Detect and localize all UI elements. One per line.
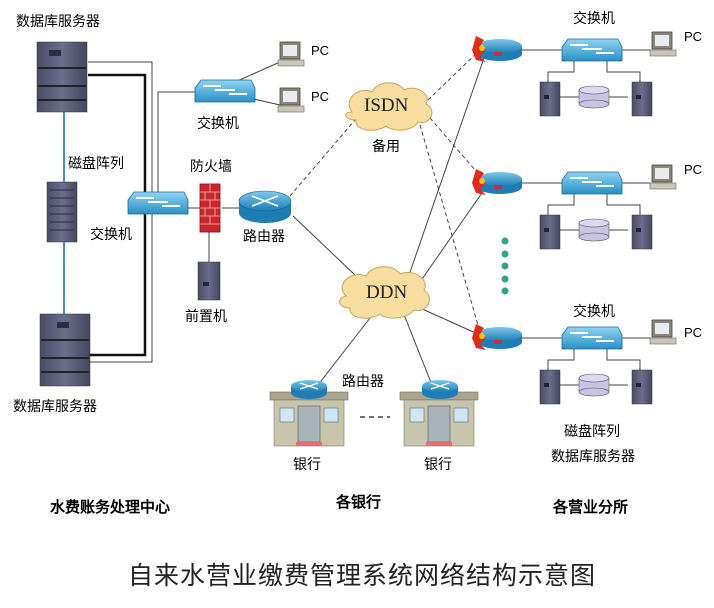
label-office-switch: 交换机 xyxy=(197,116,239,132)
label-branch3-switch: 交换机 xyxy=(573,304,615,320)
pc-icon-1 xyxy=(277,41,305,67)
router-icon xyxy=(238,190,292,223)
firewall-icon xyxy=(199,183,221,233)
label-branch3-db-server: 数据库服务器 xyxy=(551,449,635,465)
office-switch-icon xyxy=(194,79,256,103)
label-bank-1: 银行 xyxy=(293,457,321,473)
label-disk-array: 磁盘阵列 xyxy=(68,156,124,172)
branch-server-icon-1 xyxy=(539,214,561,250)
link-router-ddn xyxy=(292,215,356,276)
link-ddn-branch2 xyxy=(419,189,485,283)
label-branch3-disk-array: 磁盘阵列 xyxy=(564,424,620,440)
label-db-server-bottom: 数据库服务器 xyxy=(13,399,97,415)
link-ddn-branch3 xyxy=(419,307,481,336)
link-ddn-bank2 xyxy=(402,311,433,386)
branch-router-firewall-icon xyxy=(472,169,522,195)
link-switch-server-a xyxy=(547,348,575,370)
bank-building-1 xyxy=(269,391,349,447)
link-switch-server-b xyxy=(606,348,641,370)
branch-switch-icon xyxy=(561,171,623,195)
branch-pc-icon xyxy=(649,31,677,57)
branch-server-icon-1 xyxy=(539,81,561,117)
label-front-end: 前置机 xyxy=(185,309,227,325)
section-label-banks: 各银行 xyxy=(336,493,382,511)
branch-server-icon-2 xyxy=(631,369,653,405)
label-branch3-pc: PC xyxy=(684,325,703,340)
branch-server-icon-2 xyxy=(631,81,653,117)
link-switch-server-b xyxy=(606,193,641,215)
link-switch-server-a xyxy=(547,193,575,215)
label-isdn-backup: 备用 xyxy=(372,139,400,155)
branch-router-firewall-icon xyxy=(472,324,522,350)
link-office-pc1 xyxy=(234,61,281,83)
bank-router-2 xyxy=(422,380,458,399)
branches xyxy=(472,31,677,405)
label-branch1-switch: 交换机 xyxy=(573,11,615,27)
label-bank-router: 路由器 xyxy=(342,374,384,390)
link-core-office xyxy=(157,91,195,200)
link-switch-server-b xyxy=(606,60,641,82)
diagram-title: 自来水营业缴费管理系统网络结构示意图 xyxy=(128,561,597,590)
isdn-cloud xyxy=(345,82,433,131)
branch-router-firewall-icon xyxy=(472,36,522,62)
label-pc-2: PC xyxy=(311,89,330,104)
db-server-top xyxy=(36,41,88,113)
bank-building-2 xyxy=(399,391,479,447)
branch-ellipsis-dots xyxy=(501,237,509,295)
label-bank-2: 银行 xyxy=(424,457,452,473)
branch-storage-icon xyxy=(578,85,610,109)
branch-office-2 xyxy=(472,164,677,250)
branch-server-icon-2 xyxy=(631,214,653,250)
front-end-server-icon xyxy=(197,261,221,301)
label-branch1-pc: PC xyxy=(684,29,703,44)
label-firewall: 防火墙 xyxy=(190,159,232,175)
link-isdn-branch1 xyxy=(427,49,481,101)
branch-storage-icon xyxy=(578,218,610,242)
link-router-isdn xyxy=(289,119,356,197)
label-pc-1: PC xyxy=(311,43,330,58)
db-server-bottom xyxy=(39,313,91,387)
label-isdn: ISDN xyxy=(364,95,409,116)
branch-server-icon-1 xyxy=(539,369,561,405)
ddn-cloud xyxy=(339,266,430,319)
label-db-server-top: 数据库服务器 xyxy=(16,14,100,30)
link-ddn-bank1 xyxy=(317,317,371,386)
label-core-switch: 交换机 xyxy=(90,227,132,243)
link-switch-server-a xyxy=(547,60,575,82)
disk-array xyxy=(46,181,78,243)
branch-office-3 xyxy=(472,319,677,405)
bank-router-1 xyxy=(291,380,327,399)
branch-switch-icon xyxy=(561,326,623,350)
branch-office-1 xyxy=(472,31,677,117)
label-router: 路由器 xyxy=(243,229,285,245)
branch-pc-icon xyxy=(649,164,677,190)
core-switch-icon xyxy=(127,191,189,215)
branch-storage-icon xyxy=(578,373,610,397)
section-label-center: 水费账务处理中心 xyxy=(50,498,171,516)
link-ddn-branch1 xyxy=(407,57,485,279)
link-isdn-branch2 xyxy=(429,117,483,179)
section-label-branches: 各营业分所 xyxy=(553,498,629,516)
pc-icon-2 xyxy=(277,87,305,113)
branch-switch-icon xyxy=(561,38,623,62)
label-ddn: DDN xyxy=(366,282,408,303)
label-branch2-pc: PC xyxy=(684,162,703,177)
branch-pc-icon xyxy=(649,319,677,345)
link-db-top-thick xyxy=(88,73,147,357)
